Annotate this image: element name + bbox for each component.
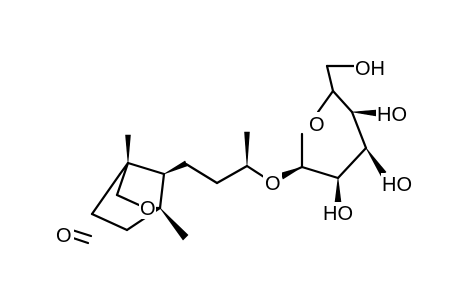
ketone-oxygen-label: O [56,225,72,247]
bond-c5prime-ringo [316,89,335,114]
bridge-oxygen-label: O [140,198,156,220]
bond-c3prime-c4prime [350,110,368,150]
bond-c3-o-double-a [70,228,93,238]
ch2oh-hydroxyl-label: OH [355,58,385,80]
wedge-c4prime-oh [351,109,377,117]
bond-c3-c2 [90,172,122,216]
wedge-c5-methyl [159,207,189,241]
bond-c1-c7 [126,161,166,176]
bond-chain-1 [184,162,219,185]
bond-c7-c5 [158,172,166,210]
c4-hydroxyl-label: HO [377,104,407,126]
wedge-c2prime-oh [334,177,342,203]
bond-chain-2 [215,164,249,185]
glycosidic-oxygen-label: O [265,173,281,195]
ring-oxygen-label: O [309,114,325,136]
bond-c4prime-c5prime [331,89,354,114]
bond-c2prime-c3prime [336,146,368,180]
bond-ch2-o [115,193,141,207]
c3-hydroxyl-label: HO [382,174,412,196]
bond-c5prime-c6prime [325,64,335,93]
c2-hydroxyl-label: HO [323,203,353,225]
wedge-c7-sidechain [163,160,188,175]
bond-chain-3 [245,164,266,179]
wedge-c3prime-oh [365,147,387,177]
bond-c3-c4 [90,212,129,232]
wedge-chain-methyl [244,131,250,167]
bond-c1prime-c2prime [300,165,340,180]
bond-c1-ch2 [115,161,130,197]
wedge-c1-methyl [125,134,131,164]
wedge-c1prime-o [280,166,303,180]
